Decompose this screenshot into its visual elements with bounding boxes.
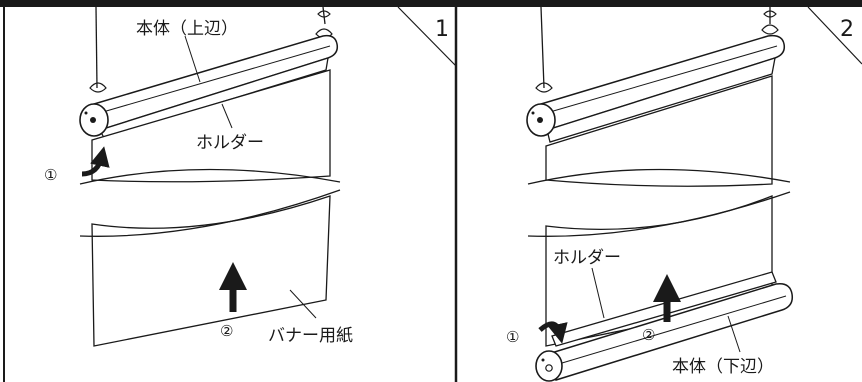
hook-right-icon bbox=[317, 10, 331, 18]
top-rail-body-2 bbox=[540, 34, 786, 131]
break-line-bottom bbox=[79, 189, 341, 237]
wire-left-2 bbox=[540, 6, 545, 89]
end-cap-dot-icon-2 bbox=[531, 111, 535, 115]
bottom-end-cap-screw-icon bbox=[545, 364, 553, 372]
step-number-2: 2 bbox=[840, 17, 854, 42]
banner-paper-upper-2 bbox=[545, 75, 773, 187]
bottom-rail-body bbox=[547, 282, 794, 381]
label-banner-paper: バナー用紙 bbox=[268, 326, 353, 346]
panel-1: 1 ① ② 本体（上辺） ホルダー バナー用紙 bbox=[3, 6, 458, 382]
leader-holder-2 bbox=[591, 267, 605, 319]
marker-1: ① bbox=[44, 166, 57, 184]
curved-arrow-icon-2 bbox=[538, 321, 568, 344]
step-number-1: 1 bbox=[435, 17, 449, 42]
top-band bbox=[0, 0, 862, 7]
bottom-rail-highlight bbox=[551, 295, 787, 367]
label-body-top: 本体（上辺） bbox=[136, 19, 238, 39]
label-body-bottom: 本体（下辺） bbox=[672, 357, 774, 377]
wire-right bbox=[322, 6, 326, 25]
label-holder-2: ホルダー bbox=[553, 248, 621, 268]
banner-paper-upper bbox=[91, 69, 331, 183]
leader-paper bbox=[289, 289, 317, 319]
top-rail-highlight bbox=[95, 45, 331, 115]
leader-body-bottom bbox=[727, 315, 741, 353]
leader-holder bbox=[221, 103, 233, 129]
holder-strip bbox=[99, 57, 329, 139]
marker-2-2: ② bbox=[642, 326, 655, 344]
bottom-rail-end-cap bbox=[535, 350, 563, 382]
end-cap-screw-icon bbox=[90, 117, 96, 123]
panel-2: 2 ① ② ホルダー bbox=[506, 6, 862, 382]
panel-1-corner-line bbox=[397, 6, 457, 67]
end-cap-screw-icon-2 bbox=[537, 117, 543, 123]
clip-left-icon bbox=[89, 82, 107, 93]
top-rail-body bbox=[93, 34, 339, 131]
holder-strip-2 bbox=[546, 57, 776, 143]
curved-arrow-icon bbox=[81, 146, 110, 177]
marker-1-2: ① bbox=[506, 328, 519, 346]
break-line-top bbox=[79, 168, 341, 185]
label-holder-1: ホルダー bbox=[196, 133, 264, 153]
marker-2: ② bbox=[220, 322, 233, 340]
panel-2-corner-line bbox=[807, 6, 862, 65]
clip-left-icon-2 bbox=[535, 82, 553, 93]
wire-left bbox=[95, 6, 98, 89]
bottom-end-cap-dot-icon bbox=[541, 358, 545, 362]
top-rail-highlight-2 bbox=[542, 45, 778, 115]
banner-paper-lower bbox=[91, 195, 331, 347]
break-line-bottom-2 bbox=[527, 191, 791, 237]
clip-right-icon-2 bbox=[761, 24, 779, 35]
leader-body-top bbox=[184, 35, 201, 83]
hook-right-icon-2 bbox=[763, 10, 777, 18]
break-line-top-2 bbox=[527, 168, 791, 185]
end-cap-dot-icon bbox=[84, 111, 88, 115]
